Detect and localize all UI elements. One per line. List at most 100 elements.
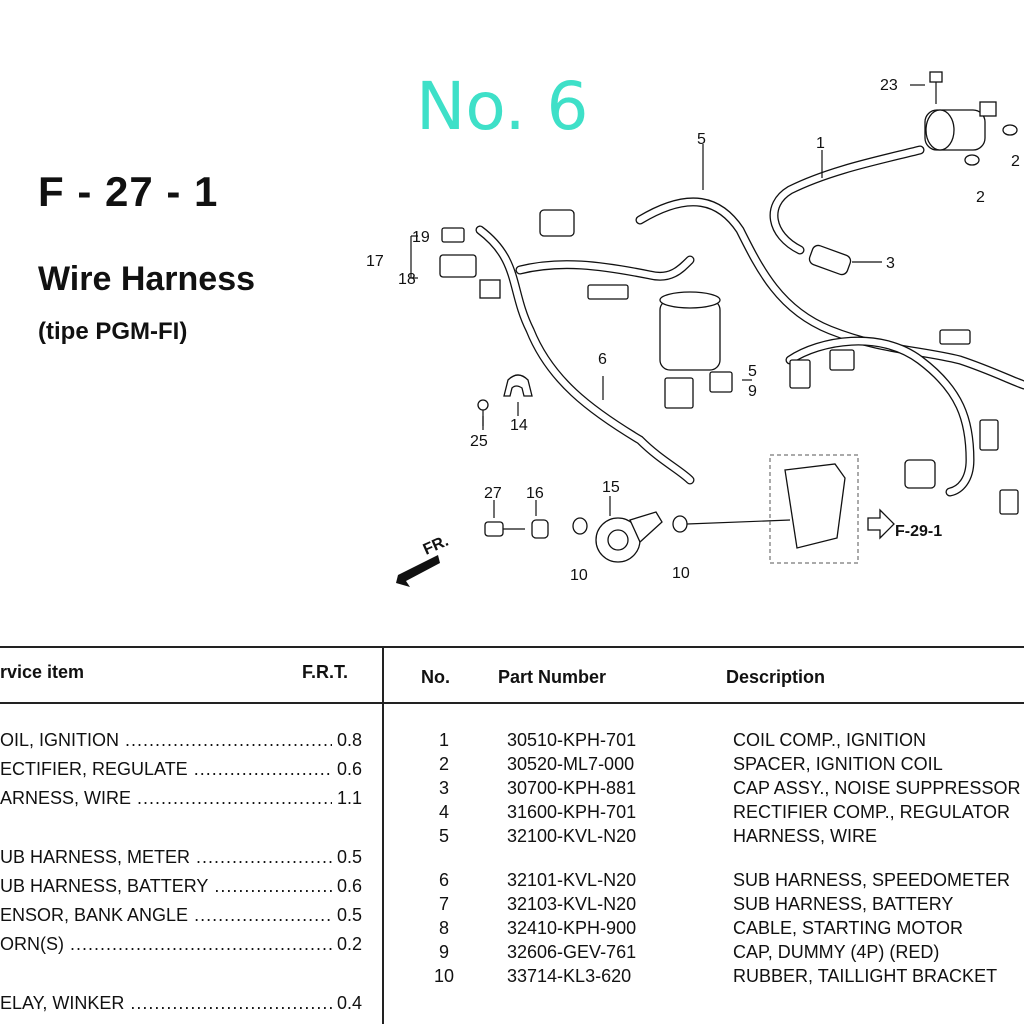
service-row: ARNESS, WIRE ...........................…	[0, 788, 362, 812]
table-top-rule	[0, 646, 1024, 648]
part-no: 9	[438, 942, 449, 962]
part-description: SPACER, IGNITION COIL	[733, 754, 943, 774]
part-row: 2 30520-ML7-000 SPACER, IGNITION COIL	[400, 754, 1024, 778]
part-no: 3	[438, 778, 449, 798]
part-no: 10	[433, 966, 455, 986]
callout-1: 1	[816, 135, 825, 152]
callout-15: 15	[602, 479, 620, 496]
service-item-cell: OIL, IGNITION ..........................…	[0, 730, 332, 750]
part-no: 2	[438, 754, 449, 774]
part-row: 9 32606-GEV-761 CAP, DUMMY (4P) (RED)	[400, 942, 1024, 966]
part-description: CAP, DUMMY (4P) (RED)	[733, 942, 940, 962]
part-no: 4	[438, 802, 449, 822]
callout-2b: 2	[1011, 153, 1020, 170]
service-frt-value: 0.2	[336, 934, 362, 954]
service-item-cell: ORN(S) .................................…	[0, 934, 332, 954]
service-item-name: ELAY, WINKER	[0, 993, 125, 1013]
part-number: 30510-KPH-701	[507, 730, 637, 750]
part-description: CAP ASSY., NOISE SUPPRESSOR	[733, 778, 1021, 798]
callout-9: 9	[748, 383, 757, 400]
service-item-cell: UB HARNESS, METER ......................…	[0, 847, 332, 867]
callout-2a: 2	[976, 189, 985, 206]
part-row: 6 32101-KVL-N20 SUB HARNESS, SPEEDOMETER	[400, 870, 1024, 894]
callout-5a: 5	[697, 131, 706, 148]
service-item-name: ARNESS, WIRE	[0, 788, 132, 808]
service-item-name: ECTIFIER, REGULATE	[0, 759, 188, 779]
part-row: 3 30700-KPH-881 CAP ASSY., NOISE SUPPRESSO…	[400, 778, 1024, 802]
callout-14: 14	[510, 417, 528, 434]
table-header-rule	[0, 702, 1024, 704]
service-item-name: ENSOR, BANK ANGLE	[0, 905, 189, 925]
callout-16: 16	[526, 485, 544, 502]
parts-sheet: rvice item F.R.T. No. Part Number Descri…	[0, 646, 1024, 1024]
service-frt-value: 1.1	[336, 788, 362, 808]
part-number: 30700-KPH-881	[507, 778, 637, 798]
callout-10a: 10	[570, 567, 588, 584]
part-description: HARNESS, WIRE	[733, 826, 878, 846]
callout-25: 25	[470, 433, 488, 450]
service-row: ELAY, WINKER ...........................…	[0, 993, 362, 1017]
part-no: 8	[438, 918, 449, 938]
part-description: CABLE, STARTING MOTOR	[733, 918, 964, 938]
callout-18: 18	[398, 271, 416, 288]
service-frt-value: 0.4	[336, 993, 362, 1013]
service-row: ORN(S) .................................…	[0, 934, 362, 958]
service-frt-value: 0.5	[336, 847, 362, 867]
callout-27: 27	[484, 485, 502, 502]
callout-6: 6	[598, 351, 607, 368]
part-number: 32103-KVL-N20	[507, 894, 637, 914]
service-item-name: UB HARNESS, METER	[0, 847, 191, 867]
front-label: FR.	[421, 533, 451, 559]
service-frt-value: 0.8	[336, 730, 362, 750]
part-description: RUBBER, TAILLIGHT BRACKET	[733, 966, 998, 986]
service-frt-value: 0.6	[336, 759, 362, 779]
page-code: F - 27 - 1	[38, 168, 219, 215]
service-row: ENSOR, BANK ANGLE ......................…	[0, 905, 362, 929]
service-row: UB HARNESS, BATTERY ....................…	[0, 876, 362, 900]
page-title: Wire Harness	[38, 260, 256, 298]
frt-header: F.R.T.	[302, 662, 349, 682]
page-subtitle: (tipe PGM-FI)	[38, 318, 188, 345]
part-number: 32101-KVL-N20	[507, 870, 637, 890]
service-row: UB HARNESS, METER ......................…	[0, 847, 362, 871]
part-number: 33714-KL3-620	[507, 966, 632, 986]
service-row: ECTIFIER, REGULATE .....................…	[0, 759, 362, 783]
table-divider	[382, 646, 384, 1024]
service-item-cell: ECTIFIER, REGULATE .....................…	[0, 759, 332, 779]
service-item-cell: ELAY, WINKER ...........................…	[0, 993, 332, 1013]
part-description: SUB HARNESS, SPEEDOMETER	[733, 870, 1011, 890]
callout-23: 23	[880, 77, 898, 94]
part-number: 30520-ML7-000	[507, 754, 635, 774]
service-frt-value: 0.5	[336, 905, 362, 925]
part-no: 6	[438, 870, 449, 890]
part-row: 1 30510-KPH-701 COIL COMP., IGNITION	[400, 730, 1024, 754]
service-item-cell: ENSOR, BANK ANGLE ......................…	[0, 905, 332, 925]
part-no: 7	[438, 894, 449, 914]
part-description: COIL COMP., IGNITION	[733, 730, 927, 750]
service-frt-value: 0.6	[336, 876, 362, 896]
callout-10b: 10	[672, 565, 690, 582]
wire-harness-diagram: F-29-1 FR. 1 2 2 3 5 5 6 9 10 10 14 15 1…	[366, 71, 1024, 587]
service-item-name: UB HARNESS, BATTERY	[0, 876, 209, 896]
part-no: 1	[438, 730, 449, 750]
part-number: 32410-KPH-900	[507, 918, 637, 938]
description-header: Description	[726, 667, 826, 687]
part-no: 5	[438, 826, 449, 846]
part-number: 32606-GEV-761	[507, 942, 637, 962]
service-item-cell: ARNESS, WIRE ...........................…	[0, 788, 332, 808]
service-row: OIL, IGNITION ..........................…	[0, 730, 362, 754]
part-row: 8 32410-KPH-900 CABLE, STARTING MOTOR	[400, 918, 1024, 942]
part-number: 31600-KPH-701	[507, 802, 637, 822]
watermark-label: No. 6	[416, 68, 589, 145]
service-item-cell: UB HARNESS, BATTERY ....................…	[0, 876, 332, 896]
callout-3: 3	[886, 255, 895, 272]
part-row: 10 33714-KL3-620 RUBBER, TAILLIGHT BRACKET	[400, 966, 1024, 990]
service-item-name: OIL, IGNITION	[0, 730, 120, 750]
callout-17: 17	[366, 253, 384, 270]
callout-19: 19	[412, 229, 430, 246]
ref-label: F-29-1	[895, 523, 942, 540]
part-number-header: Part Number	[498, 667, 607, 687]
service-item-header: rvice item	[0, 662, 85, 682]
